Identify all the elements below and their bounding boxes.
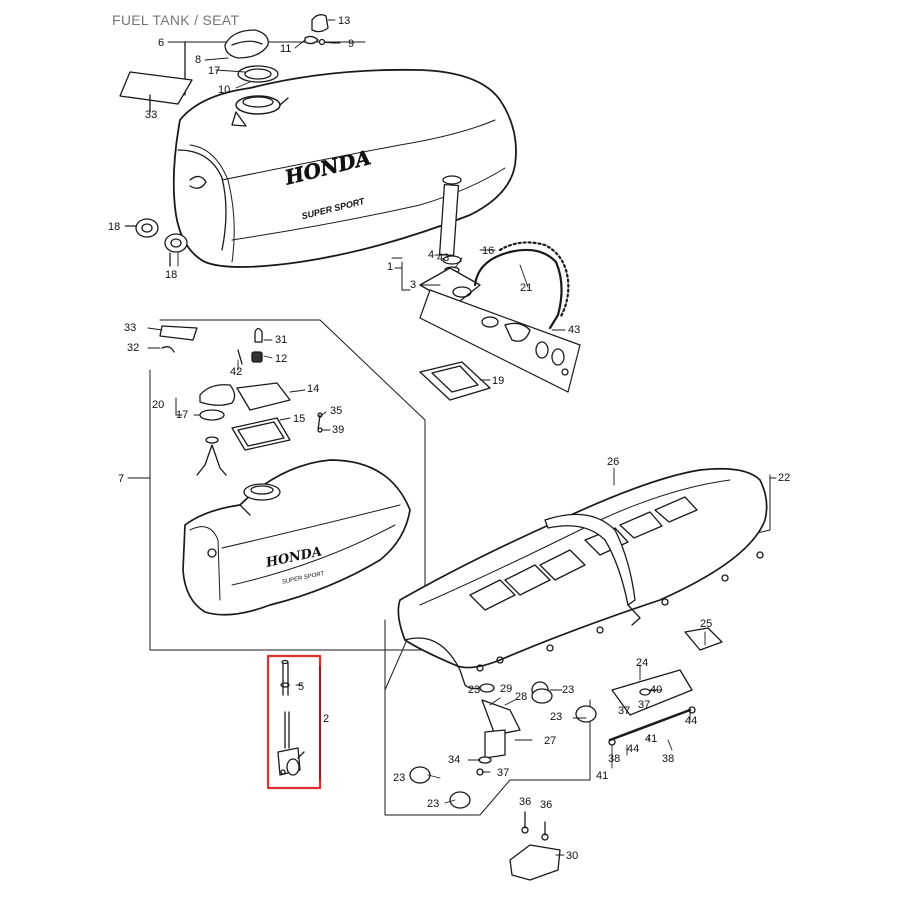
label-18a: 18 xyxy=(108,221,120,233)
label-36a: 36 xyxy=(519,796,531,808)
label-21: 21 xyxy=(520,282,532,294)
label-35: 35 xyxy=(330,405,342,417)
label-26: 26 xyxy=(607,456,619,468)
label-28: 28 xyxy=(515,691,527,703)
seat-hardware xyxy=(409,627,723,881)
label-40: 40 xyxy=(650,684,662,696)
label-32: 32 xyxy=(127,342,139,354)
label-16: 16 xyxy=(482,245,494,257)
label-12: 12 xyxy=(275,353,287,365)
label-33a: 33 xyxy=(124,322,136,334)
label-1: 1 xyxy=(387,261,393,273)
label-44a: 44 xyxy=(627,743,639,755)
fuel-tank-top[interactable] xyxy=(172,41,517,268)
seat-assembly[interactable] xyxy=(384,467,771,816)
label-15: 15 xyxy=(293,413,305,425)
label-20: 20 xyxy=(152,399,164,411)
label-44b: 44 xyxy=(685,715,697,727)
label-2: 2 xyxy=(323,713,329,725)
label-19: 19 xyxy=(492,375,504,387)
label-27: 27 xyxy=(544,735,556,747)
label-29: 29 xyxy=(500,683,512,695)
emblem-plate xyxy=(119,71,193,105)
label-7: 7 xyxy=(118,473,124,485)
label-37b: 37 xyxy=(497,767,509,779)
label-6: 6 xyxy=(158,37,164,49)
label-8: 8 xyxy=(195,54,201,66)
diagram-title: FUEL TANK / SEAT xyxy=(112,12,240,28)
label-4: 4 xyxy=(428,249,434,261)
label-43b: 43 xyxy=(568,324,580,336)
label-23b: 23 xyxy=(550,711,562,723)
label-23a: 23 xyxy=(562,684,574,696)
label-14: 14 xyxy=(307,383,319,395)
label-34: 34 xyxy=(448,754,460,766)
fuel-tank-middle[interactable] xyxy=(127,319,426,651)
label-23e: 23 xyxy=(468,684,480,696)
label-13: 13 xyxy=(338,15,350,27)
label-3: 3 xyxy=(410,279,416,291)
label-25: 25 xyxy=(700,618,712,630)
label-17a: 17 xyxy=(208,65,220,77)
label-39: 39 xyxy=(332,424,344,436)
label-38b: 38 xyxy=(662,753,674,765)
label-22: 22 xyxy=(778,472,790,484)
tank-packing xyxy=(419,361,491,401)
label-41a: 41 xyxy=(596,770,608,782)
label-30: 30 xyxy=(566,850,578,862)
label-10: 10 xyxy=(218,84,230,96)
label-18b: 18 xyxy=(165,269,177,281)
label-31: 31 xyxy=(275,334,287,346)
label-41b: 41 xyxy=(645,733,657,745)
label-36b: 36 xyxy=(540,799,552,811)
grommets xyxy=(125,218,188,267)
label-11: 11 xyxy=(280,43,291,55)
label-5: 5 xyxy=(298,681,304,693)
cap-parts xyxy=(159,325,323,476)
fuel-cock-assembly[interactable] xyxy=(391,175,581,393)
label-23c: 23 xyxy=(393,772,405,784)
label-24: 24 xyxy=(636,657,648,669)
fuel-cock-part-2[interactable] xyxy=(277,659,305,776)
label-42: 42 xyxy=(230,366,242,378)
gas-cap[interactable] xyxy=(224,14,336,83)
label-33b: 33 xyxy=(145,109,157,121)
leader-lines xyxy=(124,19,777,856)
label-17b: 17 xyxy=(176,409,188,421)
label-37a: 37 xyxy=(638,699,650,711)
label-37c: 37 xyxy=(618,705,630,717)
label-43a: 43 xyxy=(437,252,449,264)
label-38a: 38 xyxy=(608,753,620,765)
part-labels: 1 2 3 4 5 6 7 8 9 10 11 12 13 14 15 16 1… xyxy=(108,15,790,862)
label-9: 9 xyxy=(348,38,354,50)
label-23d: 23 xyxy=(427,798,439,810)
